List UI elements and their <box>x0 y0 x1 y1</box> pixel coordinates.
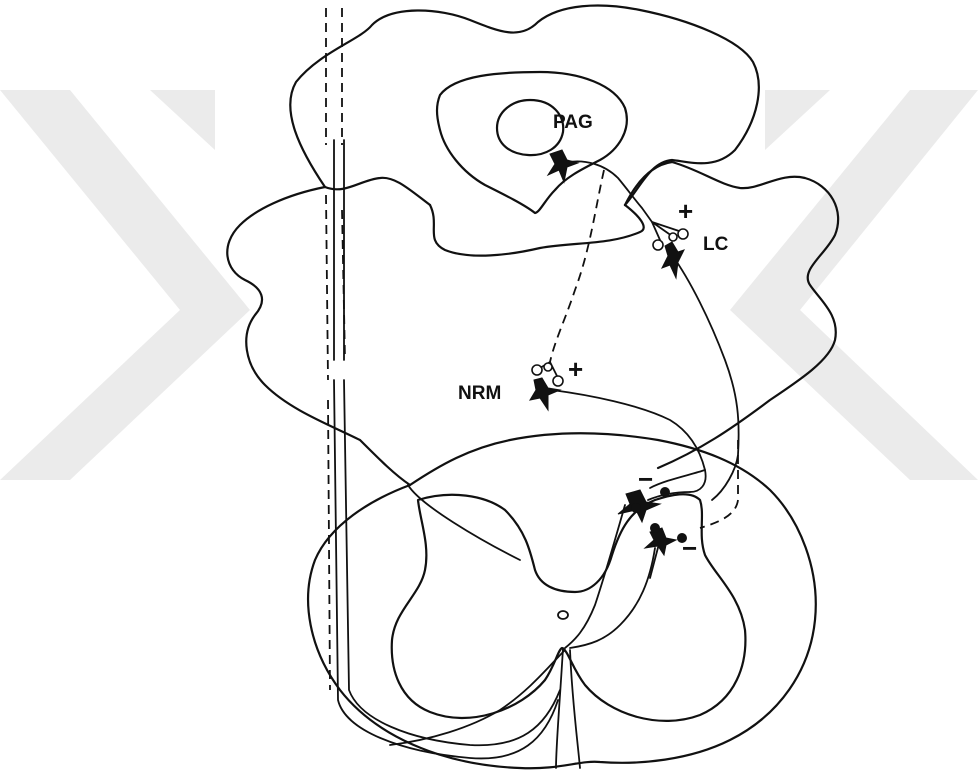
ventral-median-fissure <box>556 648 580 768</box>
pag-label: PAG <box>553 112 593 133</box>
dorsal-horn-lower-sign: − <box>682 533 697 563</box>
lc-sign: + <box>678 196 693 226</box>
dorsal-horn-fiber-2 <box>570 548 655 648</box>
lc-terminal-3 <box>669 233 677 241</box>
nrm-label: NRM <box>458 383 501 404</box>
nrm-terminal-1 <box>532 365 542 375</box>
dorsal-horn-terminal-3 <box>650 523 660 533</box>
ventral-commissure-fibers <box>390 650 565 745</box>
watermark-logo <box>0 90 978 480</box>
dorsal-horn-fiber-1 <box>565 505 625 648</box>
pag-to-nrm-projection <box>550 170 604 362</box>
central-canal <box>558 611 568 619</box>
pag-region-outline <box>437 72 627 213</box>
lc-label: LC <box>703 234 729 255</box>
dorsal-horn-terminal-2 <box>631 503 641 513</box>
pag-to-lc-projection <box>563 161 652 222</box>
midbrain-section-outline <box>290 6 759 205</box>
dorsal-horn-neuron-lower <box>645 528 676 555</box>
left-tract-solid-1 <box>334 140 558 758</box>
left-tract-solid-2 <box>344 140 560 745</box>
dorsal-horn-upper-sign: − <box>638 464 653 494</box>
nrm-terminal-2 <box>544 363 552 371</box>
lc-neuron <box>662 242 684 278</box>
lc-terminal-1 <box>653 240 663 250</box>
pag-neuron <box>548 150 578 182</box>
dorsal-horn-terminal-1 <box>660 487 670 497</box>
lc-terminal-2 <box>678 229 688 239</box>
nrm-sign: + <box>568 354 583 384</box>
spinal-gray-matter <box>392 494 746 721</box>
spinal-cord-outline <box>308 433 816 768</box>
left-tract-dashed-1 <box>326 8 330 690</box>
nrm-terminal-3 <box>553 376 563 386</box>
